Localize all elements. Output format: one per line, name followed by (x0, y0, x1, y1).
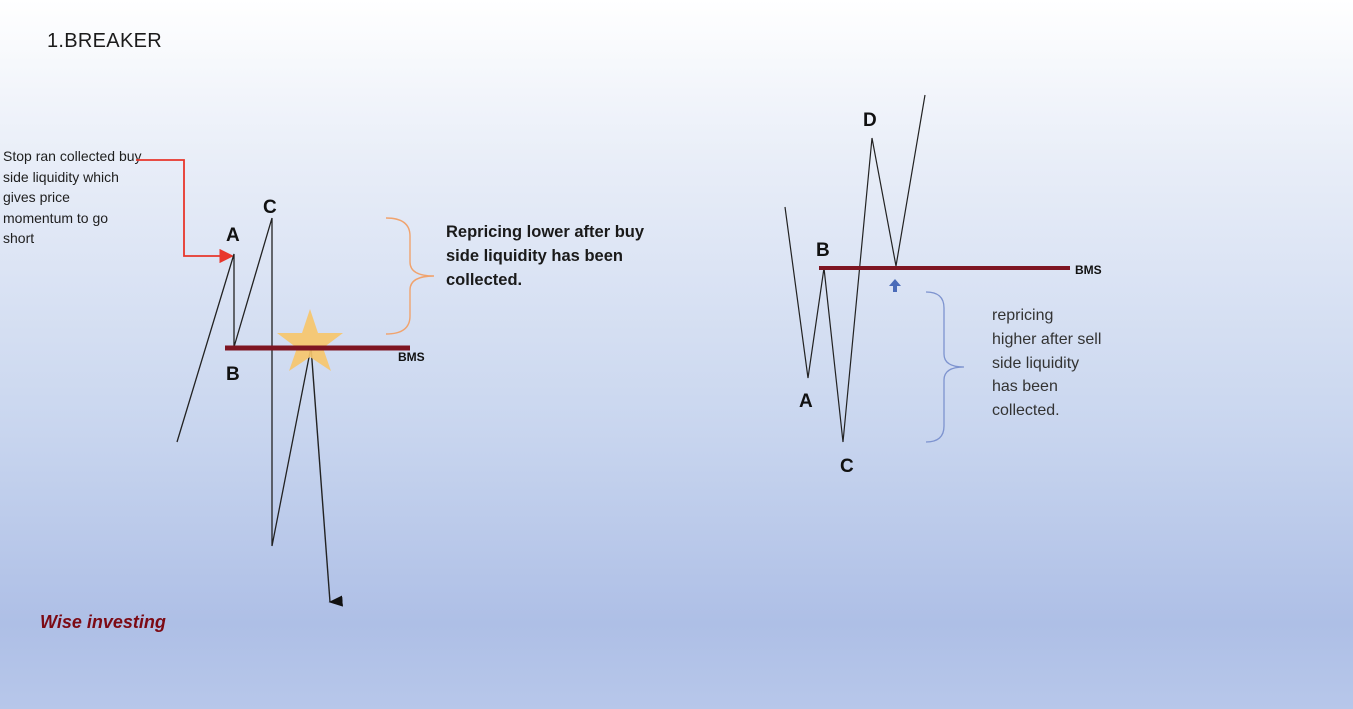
stop-run-note: Stop ran collected buy side liquidity wh… (3, 148, 142, 246)
note-pointer-arrow (136, 159, 234, 264)
left-repricing-caption: Repricing lower after buy side liquidity… (446, 223, 645, 289)
left-point-b: B (226, 364, 240, 385)
left-down-arrow (310, 346, 343, 607)
left-bms-label: BMS (398, 350, 425, 364)
slide-title: 1.BREAKER (47, 30, 162, 52)
left-price-path (176, 217, 312, 547)
left-point-c: C (263, 197, 277, 218)
right-point-a: A (799, 391, 813, 412)
right-repricing-caption: repricing higher after sell side liquidi… (992, 307, 1102, 420)
up-arrow-icon (889, 279, 901, 292)
left-point-a: A (226, 225, 240, 246)
right-point-c: C (840, 456, 854, 477)
left-range-bracket (385, 217, 435, 335)
right-bms-label: BMS (1075, 263, 1102, 277)
footer-brand: Wise investing (40, 612, 166, 632)
right-point-d: D (863, 110, 877, 131)
star-icon (277, 309, 343, 371)
right-point-b: B (816, 240, 830, 261)
right-range-bracket (925, 291, 965, 443)
